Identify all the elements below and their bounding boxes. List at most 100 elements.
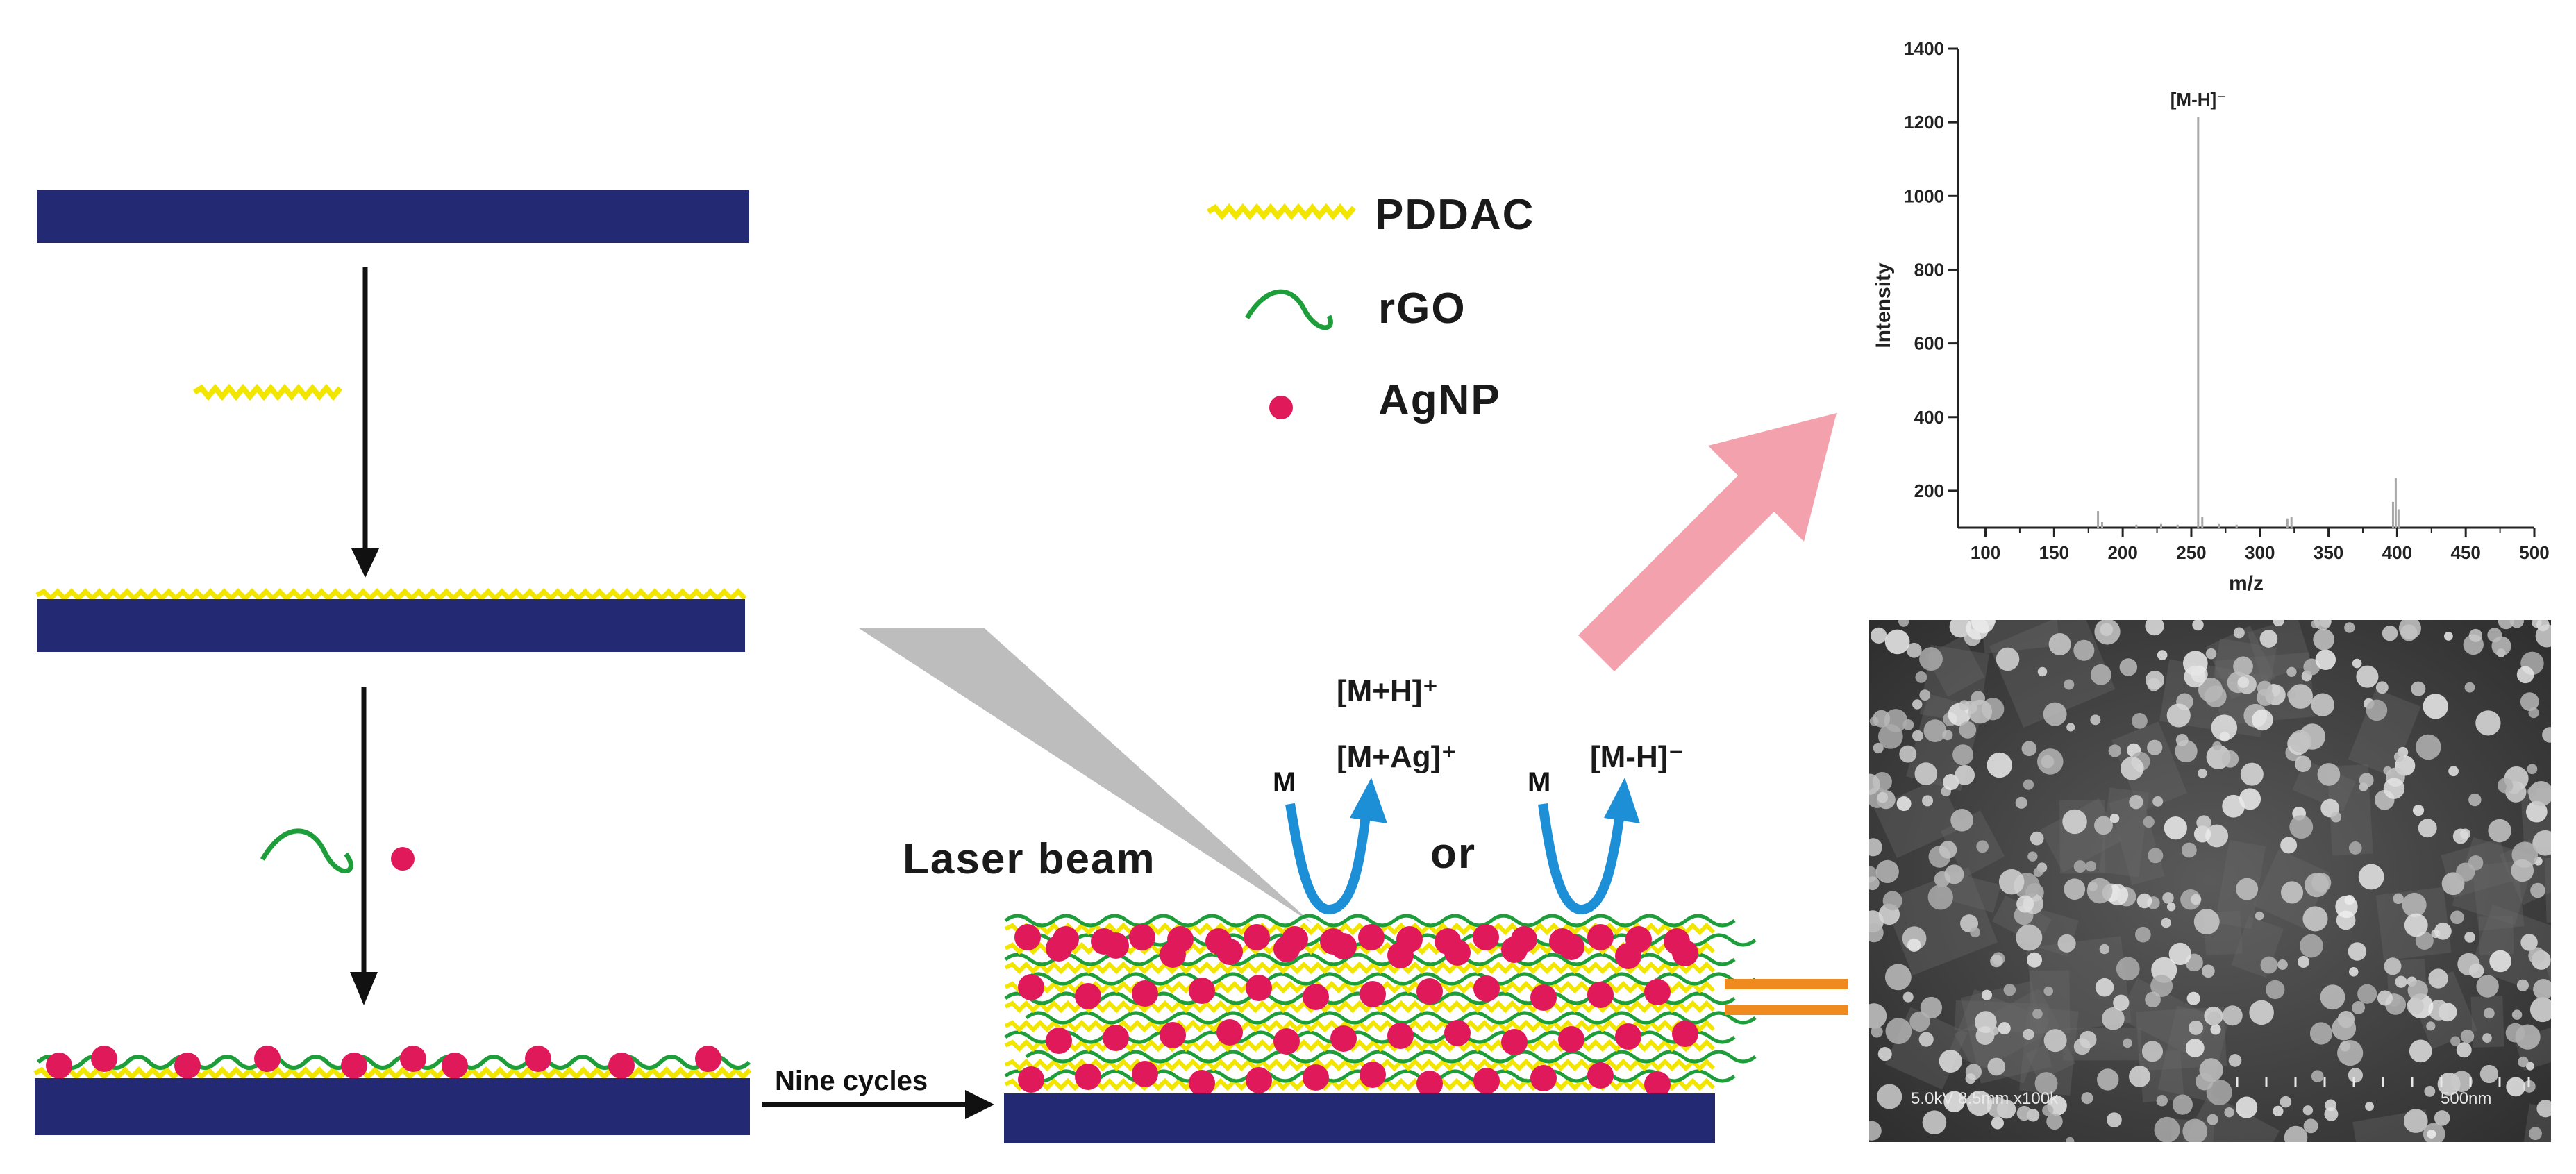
- sem-nanoparticle: [2119, 658, 2138, 676]
- ion-arrow-right-head: [1604, 778, 1640, 823]
- sem-nanoparticle: [2184, 666, 2206, 688]
- rgo-sheet: [1025, 1050, 1757, 1064]
- peak-annotation: [M-H]⁻: [2171, 89, 2226, 110]
- sem-grain: [2109, 794, 2165, 886]
- sem-nanoparticle: [1907, 938, 1921, 953]
- agnp-particle: [1075, 983, 1101, 1009]
- sem-nanoparticle: [1909, 1011, 1930, 1032]
- sem-nanoparticle: [2233, 627, 2245, 639]
- agnp-particle: [1018, 1066, 1044, 1093]
- sem-nanoparticle: [1902, 991, 1914, 1003]
- agnp-particle: [1167, 926, 1194, 953]
- agnp-particle: [1672, 1021, 1698, 1047]
- sem-nanoparticle: [1915, 671, 1927, 683]
- sem-nanoparticle: [2529, 997, 2551, 1023]
- agnp-particle: [1303, 984, 1329, 1010]
- sem-nanoparticle: [2198, 768, 2207, 778]
- agnp-particle: [525, 1046, 551, 1072]
- sem-nanoparticle: [2407, 998, 2424, 1015]
- sem-nanoparticle: [2186, 991, 2200, 1005]
- sem-nanoparticle: [2090, 714, 2101, 726]
- sem-nanoparticle: [1991, 1116, 2005, 1130]
- sem-nanoparticle: [1987, 620, 1996, 626]
- layer-step3: [33, 1046, 752, 1080]
- agnp-particle: [1205, 928, 1232, 955]
- sem-nanoparticle: [2352, 1001, 2366, 1014]
- sem-nanoparticle: [2259, 630, 2278, 648]
- agnp-particle: [91, 1046, 117, 1072]
- sem-nanoparticle: [2196, 1073, 2214, 1091]
- sem-nanoparticle: [2120, 756, 2144, 780]
- sem-nanoparticle: [1968, 699, 1993, 724]
- agnp-particle: [254, 1046, 281, 1072]
- laser-cone: [859, 628, 1312, 923]
- sem-nanoparticle: [1942, 730, 1953, 741]
- sem-nanoparticle: [2222, 1005, 2243, 1026]
- sem-nanoparticle: [1987, 1096, 2008, 1118]
- sem-nanoparticle: [2358, 864, 2384, 890]
- sem-nanoparticle: [2064, 679, 2075, 690]
- agnp-particle: [608, 1053, 635, 1079]
- sem-nanoparticle: [2527, 787, 2537, 796]
- sem-nanoparticle: [1912, 730, 1923, 741]
- sem-nanoparticle: [2042, 1105, 2054, 1116]
- agnp-particle: [1473, 1068, 1500, 1094]
- y-tick-label: 1400: [1904, 38, 1944, 59]
- sem-nanoparticle: [2192, 620, 2204, 631]
- agnp-particle: [1273, 1028, 1300, 1055]
- sem-nanoparticle: [1906, 642, 1922, 658]
- legend: PDDAC rGO AgNP: [1206, 191, 1533, 424]
- sem-nanoparticle: [2189, 1020, 2204, 1035]
- sem-nanoparticle: [2182, 1118, 2208, 1142]
- pddac-chain: [33, 1066, 752, 1080]
- agnp-particle: [1644, 979, 1671, 1005]
- sem-nanoparticle: [2348, 841, 2362, 855]
- sem-nanoparticle: [2506, 1077, 2526, 1097]
- sem-nanoparticle: [2166, 703, 2191, 728]
- sem-nanoparticle: [2536, 1100, 2551, 1118]
- sem-nanoparticle: [2393, 893, 2404, 905]
- sem-nanoparticle: [2402, 892, 2427, 917]
- sem-nanoparticle: [1989, 1026, 1999, 1036]
- sem-nanoparticle: [2289, 730, 2312, 753]
- sem-nanoparticle: [2412, 805, 2425, 816]
- sem-nanoparticle: [2033, 867, 2043, 878]
- sem-nanoparticle: [2357, 984, 2377, 1004]
- rgo-sheet: [36, 1055, 751, 1070]
- x-tick-label: 200: [2107, 542, 2137, 563]
- sem-grain: [1981, 620, 2060, 654]
- sem-nanoparticle: [2525, 1062, 2535, 1071]
- agnp-particle: [1246, 975, 1272, 1001]
- legend-agnp-swatch: [1269, 396, 1293, 419]
- sem-nanoparticle: [2202, 964, 2215, 978]
- substrate-composite: [35, 1078, 750, 1135]
- y-tick-label: 200: [1914, 480, 1944, 501]
- agnp-particle: [1330, 1025, 1357, 1052]
- sem-nanoparticle: [2205, 685, 2227, 707]
- sem-nanoparticle: [1990, 954, 2003, 968]
- sem-nanoparticle: [1976, 840, 1989, 853]
- agnp-particle: [1501, 1029, 1528, 1055]
- sem-nanoparticle: [2409, 1039, 2432, 1063]
- sem-grain: [2499, 815, 2551, 905]
- agnp-particle: [1189, 1070, 1215, 1096]
- agnp-particle: [695, 1046, 721, 1072]
- sem-nanoparticle: [2273, 1105, 2284, 1116]
- sem-nanoparticle: [2289, 815, 2314, 839]
- sem-nanoparticle: [2294, 755, 2311, 773]
- sem-nanoparticle: [2003, 984, 2016, 996]
- sem-nanoparticle: [2116, 957, 2140, 981]
- sem-nanoparticle: [2193, 825, 2211, 843]
- sem-nanoparticle: [2162, 892, 2174, 904]
- sem-nanoparticle: [2287, 689, 2296, 699]
- sem-nanoparticle: [1877, 791, 1889, 803]
- sem-nanoparticle: [2516, 666, 2534, 684]
- sem-nanoparticle: [2043, 1029, 2067, 1053]
- sem-nanoparticle: [2185, 1039, 2205, 1057]
- agnp-particle: [400, 1046, 426, 1072]
- agnp-particle: [1303, 1064, 1329, 1091]
- sem-nanoparticle: [2532, 830, 2551, 856]
- agnp-particle: [1416, 978, 1443, 1005]
